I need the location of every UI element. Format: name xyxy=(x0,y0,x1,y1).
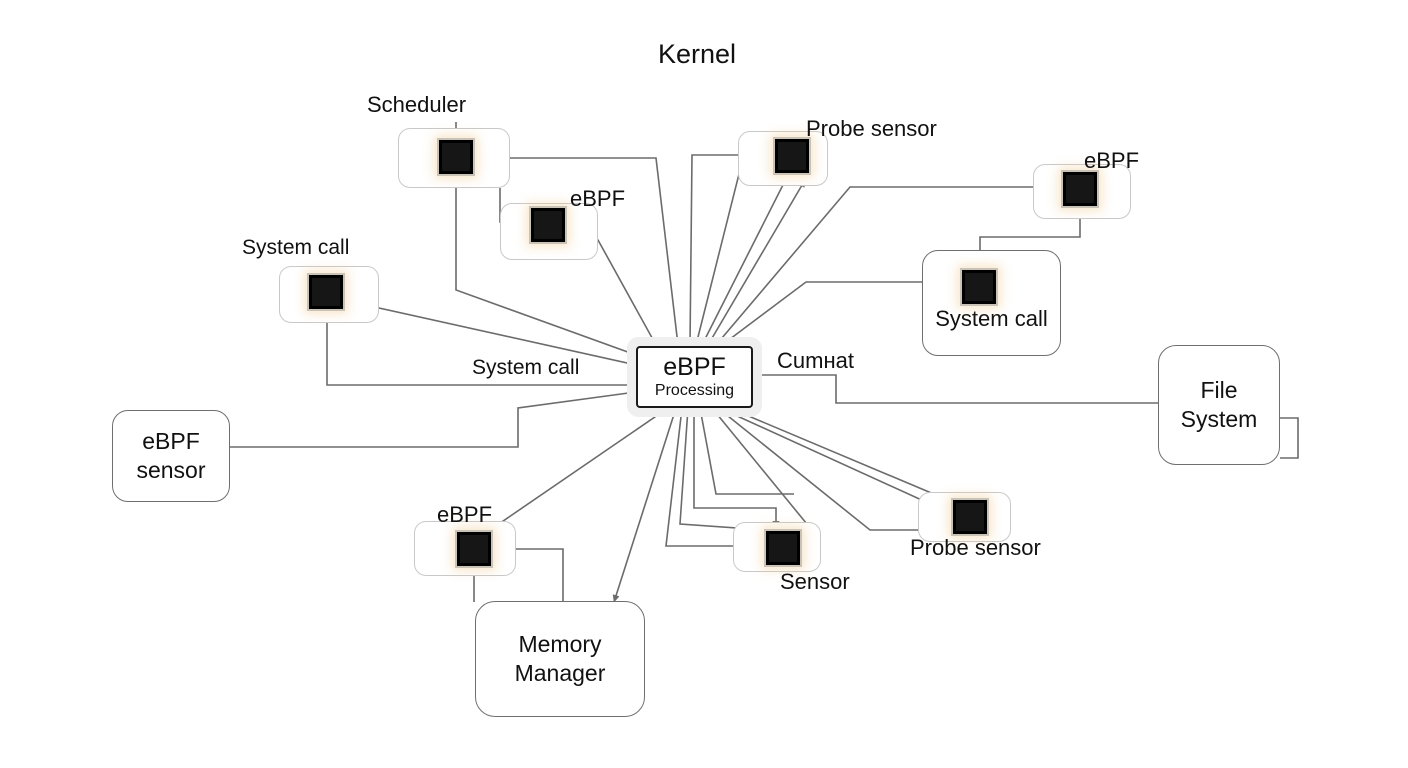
ebpf-bottom-label: eBPF xyxy=(437,502,493,527)
file-system-label-line1: File xyxy=(1200,377,1238,403)
edge-hub-filesystem xyxy=(752,374,1160,404)
sensor-chip-icon xyxy=(1063,172,1097,206)
edge-filesystem-tab xyxy=(1280,417,1299,459)
edge-hub-probe-bottom-2 xyxy=(723,409,949,513)
edge-hub-sensor-5 xyxy=(711,407,821,541)
ebpf-top-mid-label: eBPF xyxy=(570,186,626,211)
edge-hub-sensor-2 xyxy=(679,407,767,534)
sensor-chip-icon xyxy=(439,140,473,174)
edge-hub-scheduler xyxy=(473,154,679,346)
edge-hub-sensor-4 xyxy=(699,407,794,495)
hub-subtitle: Processing xyxy=(654,382,735,399)
sensor-chip-icon xyxy=(457,532,491,566)
edge-hub-probe-top-4 xyxy=(707,179,806,346)
edge-ebpf-sensor-hub xyxy=(230,389,637,448)
diagram-title: Kernel xyxy=(658,39,737,69)
sensor-chip-icon xyxy=(953,500,987,534)
probe-sensor-bottom-label: Probe sensor xyxy=(910,535,1041,560)
edge-hub-syscall-right xyxy=(714,278,961,352)
probe-sensor-top-label: Probe sensor xyxy=(806,116,937,141)
ebpf-top-right-label: eBPF xyxy=(1084,148,1140,173)
sensor-chip-icon xyxy=(766,531,800,565)
edge-hub-probe-top-2 xyxy=(695,166,775,346)
edge-hub-syscall-left xyxy=(342,298,637,366)
edge-hub-sensor-1 xyxy=(665,407,765,550)
cumnat-label: Cumнat xyxy=(777,348,854,373)
system-call-line-label: System call xyxy=(472,356,580,379)
edge-hub-ebpf-bottom xyxy=(489,401,676,531)
ebpf-sensor-label-line1: eBPF xyxy=(142,428,200,454)
edge-hub-memory xyxy=(612,407,677,603)
sensor-chip-icon xyxy=(775,139,809,173)
file-system-box: File System xyxy=(1158,345,1280,465)
sensor-chip-icon xyxy=(962,270,996,304)
system-call-left-label: System call xyxy=(242,236,350,259)
system-call-right-label: System call xyxy=(935,306,1048,331)
edge-hub-probe-bottom-1 xyxy=(719,403,949,501)
ebpf-processing-hub: eBPF Processing xyxy=(636,346,753,408)
file-system-label-line2: System xyxy=(1180,406,1258,432)
edge-hub-probe-bottom-3 xyxy=(727,415,949,534)
edge-scheduler-down xyxy=(452,166,637,356)
sensor-chip-icon xyxy=(309,275,343,309)
memory-manager-box: Memory Manager xyxy=(475,601,645,717)
ebpf-sensor-label-line2: sensor xyxy=(136,457,206,483)
edge-hub-syscall-line xyxy=(323,309,636,386)
memory-manager-label-line1: Memory xyxy=(518,631,602,657)
sensor-label: Sensor xyxy=(780,569,850,594)
memory-manager-label-line2: Manager xyxy=(514,660,606,686)
scheduler-label: Scheduler xyxy=(367,92,467,117)
ebpf-sensor-box: eBPF sensor xyxy=(112,410,230,502)
hub-title: eBPF xyxy=(663,353,726,381)
edge-hub-probe-top-3 xyxy=(701,174,789,346)
sensor-chip-icon xyxy=(531,208,565,242)
edge-hub-sensor-3 xyxy=(693,408,780,529)
